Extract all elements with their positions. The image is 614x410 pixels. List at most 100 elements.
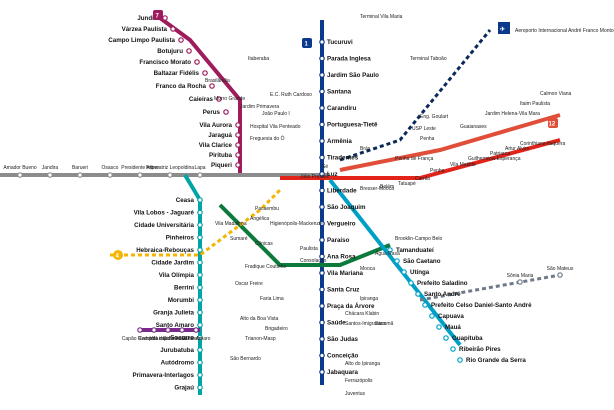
- station-santa-cruz: [319, 286, 325, 293]
- station-tamanduate-: [387, 247, 393, 253]
- station-concei-o: [319, 352, 325, 359]
- station-ana-rosa: [319, 253, 325, 260]
- station-label: Lapa: [194, 165, 205, 171]
- station-label: Praça da Árvore: [327, 303, 375, 310]
- map-label: Freguesia do Ó: [250, 135, 285, 142]
- station-liberdade: [319, 187, 325, 194]
- line-12-path: [339, 29, 492, 162]
- station-label: Guapituba: [452, 335, 483, 342]
- station-cidade-universit-ria: [197, 222, 203, 228]
- station-label: Piqueri: [211, 162, 232, 169]
- map-label: Clínicas: [255, 241, 273, 247]
- station-vila-mariana: [319, 270, 325, 276]
- station-capuava: [429, 313, 435, 319]
- station-mau-: [436, 324, 442, 330]
- station-label: Liberdade: [327, 188, 357, 195]
- station-cap-o-redondo: [137, 327, 143, 333]
- map-label: Penha: [430, 168, 445, 174]
- station-caieiras: [216, 96, 222, 102]
- map-label: Brooklin-Campo Belo: [395, 236, 442, 242]
- map-label: Jardim Primavera: [240, 104, 279, 110]
- station-campo-limpo: [151, 327, 157, 333]
- station-label: Jaraguá: [208, 132, 232, 139]
- line-badge-12: 12: [548, 118, 558, 128]
- station-baltazar-fid-lis: [202, 70, 208, 76]
- map-label: Terminal Vila Maria: [360, 14, 403, 20]
- station-label: Santo Amaro: [156, 322, 194, 329]
- station-label: Mauá: [445, 324, 461, 331]
- station-label: Giovanni Gronchi: [163, 336, 202, 342]
- station-jundia-: [162, 15, 168, 21]
- airport-icon: ✈: [498, 22, 510, 34]
- station-portuguesa-tiet-: [319, 121, 325, 128]
- station-label: Jandira: [42, 165, 59, 171]
- station-guapituba: [443, 335, 449, 341]
- station-label: Tucuruvi: [327, 39, 353, 46]
- station-label: Vila Clarice: [199, 142, 233, 149]
- map-label: Sé: [322, 164, 328, 170]
- station-label: Luz: [327, 171, 338, 178]
- station-label: Imperatriz Leopoldina: [146, 165, 194, 171]
- map-label: Chácara Klabin: [345, 311, 379, 317]
- station-label: Vergueiro: [327, 221, 356, 228]
- station-label: Barueri: [72, 165, 88, 171]
- station-pinheiros: [197, 234, 203, 241]
- station-prefeito-celso-daniel-santo-andr-: [422, 302, 428, 308]
- station-francisco-morato: [194, 59, 200, 65]
- station-santo-amaro: [197, 322, 203, 328]
- station-label: Carandiru: [327, 105, 356, 112]
- station-berrini: [197, 284, 203, 291]
- station-vila-lobos-jaguar-: [197, 209, 203, 216]
- station-s-nia-maria: [517, 279, 523, 285]
- station-label: Franco da Rocha: [156, 83, 207, 90]
- station-luz: [319, 171, 325, 177]
- station-label: Pirituba: [209, 152, 233, 159]
- station-label: Campo Limpo Paulista: [108, 37, 175, 44]
- station-arm-nia: [319, 138, 325, 144]
- map-label: Patriarca: [490, 151, 510, 157]
- map-label: E.C. Ruth Cardoso: [270, 92, 312, 98]
- station-label: São Mateus: [547, 266, 574, 272]
- station-botujuru: [186, 48, 192, 54]
- station-ribeir-o-pires: [450, 346, 456, 352]
- station-label: Francisco Morato: [139, 59, 191, 66]
- station-s-o-judas: [319, 336, 325, 342]
- station-label: Presidente Altino: [121, 165, 159, 171]
- station-graja-: [197, 384, 203, 391]
- line-2-path: [218, 203, 391, 267]
- station-osasco: [107, 172, 113, 178]
- map-label: Tatuapé: [398, 181, 416, 187]
- map-label: Aeroporto Internacional André Franco Mon…: [515, 28, 614, 34]
- station-label: Rio Grande da Serra: [466, 357, 526, 364]
- station-jabaquara: [319, 369, 325, 375]
- map-label: Ferrazópolis: [345, 378, 373, 384]
- line-15-path: [419, 273, 561, 302]
- station-s-o-joaquim: [319, 204, 325, 210]
- map-label: Hospital Vila Penteado: [250, 124, 301, 130]
- station-s-o-caetano: [394, 258, 400, 264]
- station-morumbi: [197, 297, 203, 303]
- station-label: Sônia Maria: [507, 273, 534, 279]
- station-label: Conceição: [327, 353, 359, 360]
- station-label: Baltazar Fidélis: [154, 70, 200, 77]
- station-label: Ceasa: [176, 197, 195, 204]
- line-11-path: [339, 113, 561, 172]
- station-jandira: [47, 172, 53, 178]
- station-cidade-jardim: [197, 259, 203, 266]
- station-jaragu-: [235, 132, 241, 138]
- station-vila-das-belezas: [165, 327, 171, 333]
- station-label: Portuguesa-Tietê: [327, 122, 378, 129]
- station-label: Cidade Universitária: [134, 222, 194, 229]
- station-pra-a-da-rvore: [319, 303, 325, 309]
- station-hebraica-rebou-as: [197, 247, 203, 253]
- station-label: Saúde: [327, 320, 346, 327]
- map-label: Mooca: [360, 266, 375, 272]
- map-label: João Paulo I: [262, 111, 290, 117]
- line-badge-7: 7: [153, 10, 163, 20]
- station-label: Jurubatuba: [160, 347, 194, 354]
- station-s-o-mateus: [557, 272, 563, 278]
- map-label: Angélica: [250, 216, 269, 222]
- station-tiradentes: [319, 154, 325, 161]
- station-label: Grajaú: [174, 385, 194, 392]
